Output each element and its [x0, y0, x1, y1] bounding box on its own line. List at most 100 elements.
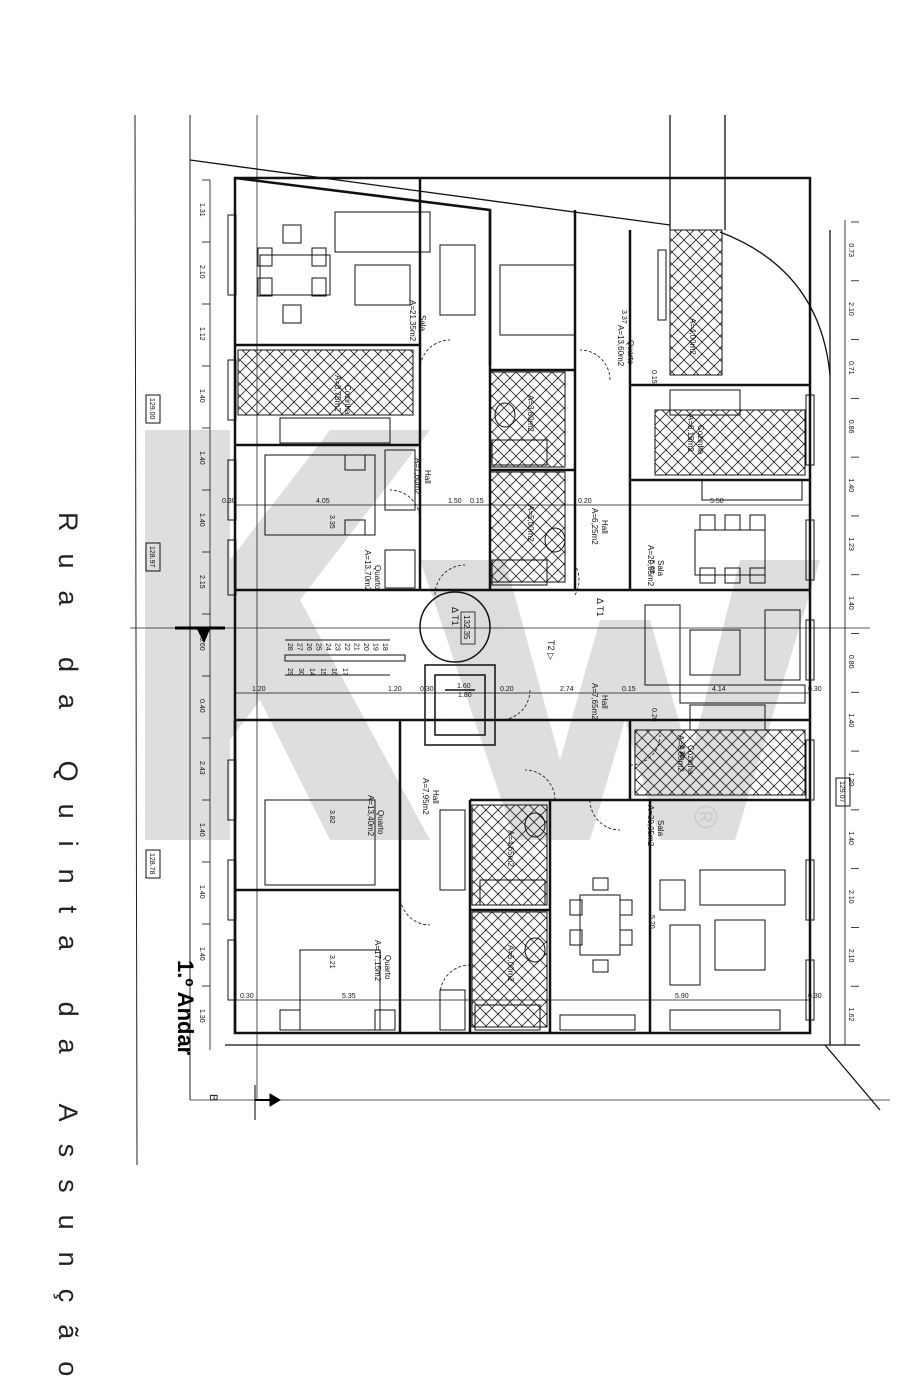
svg-text:128.78: 128.78 — [148, 853, 155, 875]
stair-number: 21 — [353, 643, 360, 651]
room-area: A=6,25m2 — [590, 508, 599, 545]
stair-number: 19 — [372, 643, 379, 651]
right-dimension-label: 0.86 — [847, 420, 854, 434]
room-area: A=8,60m2 — [676, 735, 685, 772]
svg-text:B: B — [208, 1094, 219, 1101]
stair-number: 28 — [286, 643, 293, 651]
svg-text:0.20: 0.20 — [650, 708, 657, 722]
apartment-label: Δ T1 — [595, 598, 605, 617]
svg-text:1.50: 1.50 — [448, 498, 462, 505]
room-area: A=13,40m2 — [366, 795, 375, 837]
section-marker: B — [208, 1094, 219, 1101]
svg-text:5.65: 5.65 — [648, 560, 655, 574]
svg-text:0.30: 0.30 — [240, 993, 254, 1000]
svg-text:4.05: 4.05 — [316, 498, 330, 505]
svg-text:1.20: 1.20 — [252, 686, 266, 693]
room-name: Hall — [600, 695, 609, 709]
watermark-registered: ® — [688, 805, 724, 829]
interior-dimensions: 4.05 3.35 1.50 0.15 0.20 5.50 0.30 5.65 … — [222, 310, 822, 1000]
room-name: Sala — [418, 315, 427, 332]
svg-text:3.35: 3.35 — [328, 515, 335, 529]
svg-text:0.30: 0.30 — [808, 686, 822, 693]
building-walls — [233, 176, 812, 1035]
room-name: Quarto — [376, 810, 385, 835]
floor-label: 1.º Andar — [173, 960, 198, 1056]
right-dimension-label: 2.10 — [847, 302, 854, 316]
svg-text:129.07: 129.07 — [838, 781, 845, 803]
svg-text:2.74: 2.74 — [560, 686, 574, 693]
room-area: A=7,95m2 — [421, 778, 430, 815]
svg-text:4.14: 4.14 — [712, 686, 726, 693]
apartment-label: T2 ▷ — [546, 640, 556, 660]
right-dimension-label: 0.73 — [847, 243, 854, 257]
room-name: Cozinha — [696, 425, 705, 455]
stair-number: 20 — [362, 643, 369, 651]
left-dimension-label: 0.40 — [198, 699, 205, 713]
room-name: Sala — [656, 820, 665, 837]
svg-text:5.90: 5.90 — [675, 993, 689, 1000]
section-arrows — [175, 626, 281, 1120]
stair-number: 26 — [305, 643, 312, 651]
left-dimension-label: 1.31 — [198, 203, 205, 217]
svg-text:0.15: 0.15 — [470, 498, 484, 505]
stair-number: 18 — [381, 643, 388, 651]
elevator — [419, 591, 496, 746]
room-name: Cozinha — [343, 385, 352, 415]
svg-text:0.15: 0.15 — [650, 370, 657, 384]
hatched-areas — [237, 229, 806, 1028]
svg-text:5.35: 5.35 — [342, 993, 356, 1000]
svg-text:0.30: 0.30 — [420, 686, 434, 693]
svg-text:5.50: 5.50 — [710, 498, 724, 505]
room-name: Hall — [600, 520, 609, 534]
svg-text:3.37: 3.37 — [620, 310, 627, 324]
right-dimension-label: 2.10 — [847, 890, 854, 904]
room-area: A=21,35m2 — [408, 300, 417, 342]
right-dimension-label: 0.80 — [847, 655, 854, 669]
apartment-labels: Δ T1 Δ T1 T2 ▷ 132.35 1.60 — [450, 598, 605, 690]
right-dimension-label: 1.40 — [847, 831, 854, 845]
room-area: A=6,15m2 — [686, 415, 695, 452]
stair-number: 30 — [297, 668, 304, 676]
svg-text:3.21: 3.21 — [328, 955, 335, 969]
room-name: Quarto — [373, 565, 382, 590]
svg-text:1.20: 1.20 — [388, 686, 402, 693]
stair-number: 29 — [286, 668, 293, 676]
room-area: A=3,80m2 — [526, 395, 535, 432]
room-area: A=5,00m2 — [526, 505, 535, 542]
property-boundary — [189, 115, 881, 1111]
left-dimension-label: 1.30 — [198, 1009, 205, 1023]
left-dimension-label: 1.40 — [198, 885, 205, 899]
svg-text:0.20: 0.20 — [578, 498, 592, 505]
elevation-markers: 129.00 128.97 128.78 129.07 — [145, 394, 851, 879]
svg-text:0.15: 0.15 — [622, 686, 636, 693]
dimension-lines — [209, 180, 846, 1050]
svg-text:3.82: 3.82 — [328, 810, 335, 824]
left-dimension-label: 2.15 — [198, 575, 205, 589]
left-dimension-label: 1.12 — [198, 327, 205, 341]
left-dimension-label: 1.40 — [198, 513, 205, 527]
svg-text:1.80: 1.80 — [458, 692, 472, 699]
elevator-dims: 1.60 — [457, 683, 471, 690]
stair-number: 14 — [308, 668, 315, 676]
room-area: A=7,65m2 — [590, 683, 599, 720]
left-dimension-label: 0.60 — [198, 637, 205, 651]
street-name: Rua da Quinta da Assunção — [53, 512, 83, 1398]
central-area: 132.35 — [462, 615, 471, 640]
right-dimension-label: 1.23 — [847, 537, 854, 551]
room-name: Hall — [431, 790, 440, 804]
room-area: A=4,00m2 — [688, 318, 697, 355]
stair-number: 27 — [296, 643, 303, 651]
left-dimension-label: 2.10 — [198, 265, 205, 279]
svg-text:2.36: 2.36 — [678, 745, 685, 759]
furniture — [257, 211, 806, 1031]
windows — [227, 214, 815, 1021]
right-dimension-label: 1.40 — [847, 596, 854, 610]
left-dimension-label: 2.43 — [198, 761, 205, 775]
stair-number: 22 — [343, 643, 350, 651]
door-arcs — [389, 339, 661, 996]
right-dimension-label: 1.40 — [847, 479, 854, 493]
stair-number: 17 — [341, 668, 348, 676]
left-dimension-label: 1.40 — [198, 947, 205, 961]
